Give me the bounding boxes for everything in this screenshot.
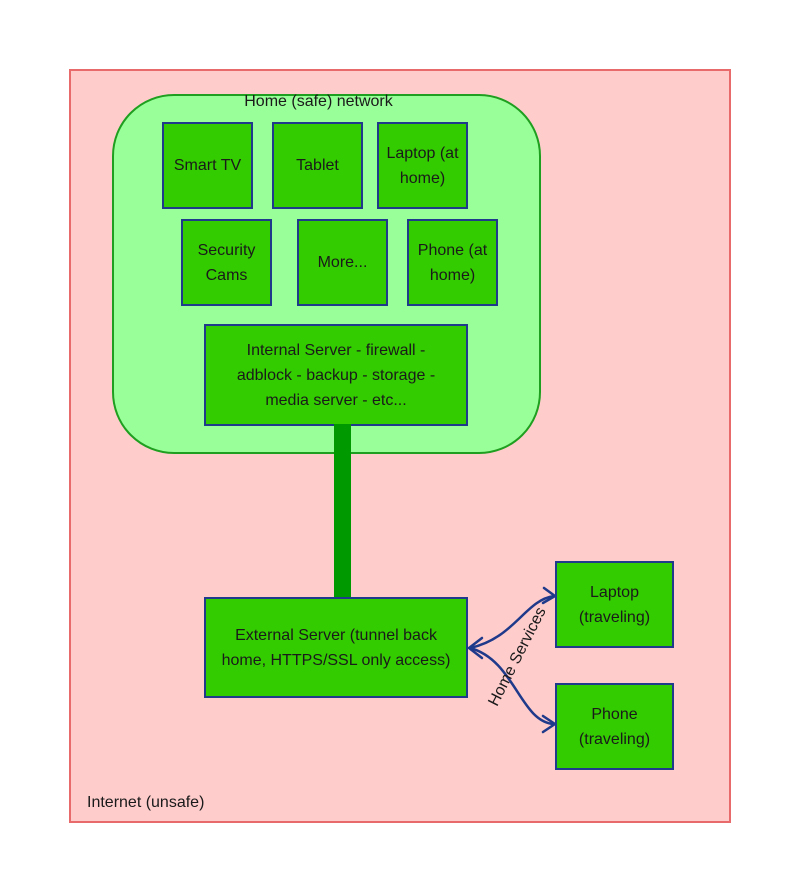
tablet-label: Tablet: [296, 157, 339, 174]
phone-traveling-node[interactable]: Phone (traveling): [555, 683, 674, 770]
phone-home-label: Phone (at home): [417, 241, 488, 284]
arrowhead-phone-traveling: [541, 714, 557, 734]
arrowhead-external-server: [467, 636, 484, 660]
external-server-label: External Server (tunnel back home, HTTPS…: [221, 626, 451, 669]
phone-home-node[interactable]: Phone (at home): [407, 219, 498, 306]
more-devices-node[interactable]: More...: [297, 219, 388, 306]
smart-tv-node[interactable]: Smart TV: [162, 122, 253, 209]
laptop-traveling-node[interactable]: Laptop (traveling): [555, 561, 674, 648]
more-devices-label: More...: [317, 254, 368, 271]
phone-traveling-label: Phone (traveling): [578, 705, 651, 748]
home-network-label: Home (safe) network: [244, 93, 393, 110]
security-cams-node[interactable]: Security Cams: [181, 219, 272, 306]
laptop-traveling-label: Laptop (traveling): [578, 583, 651, 626]
laptop-home-label: Laptop (at home): [386, 144, 459, 187]
arrow-to-phone-traveling: [469, 646, 555, 726]
tunnel-link: [334, 424, 351, 600]
internet-zone-label: Internet (unsafe): [87, 794, 205, 811]
internal-server-label: Internal Server - firewall - adblock - b…: [236, 341, 436, 409]
tablet-node[interactable]: Tablet: [272, 122, 363, 209]
external-server-node[interactable]: External Server (tunnel back home, HTTPS…: [204, 597, 468, 698]
arrowhead-laptop-traveling: [541, 586, 557, 605]
smart-tv-label: Smart TV: [173, 157, 242, 174]
arrow-to-laptop-traveling: [469, 594, 555, 650]
internal-server-node[interactable]: Internal Server - firewall - adblock - b…: [204, 324, 468, 426]
laptop-home-node[interactable]: Laptop (at home): [377, 122, 468, 209]
security-cams-label: Security Cams: [197, 241, 256, 284]
